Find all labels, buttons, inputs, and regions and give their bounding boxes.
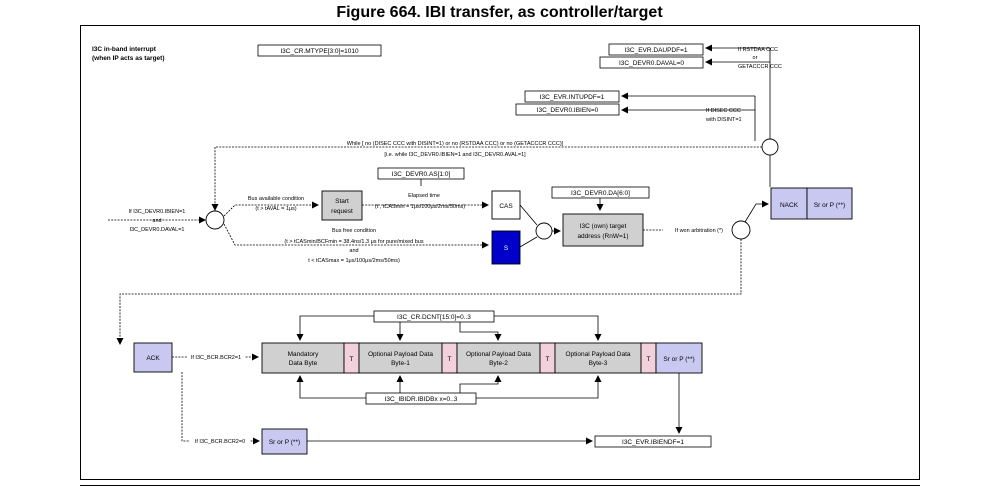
connector-circle-merge <box>535 222 553 240</box>
bcr2-0-label: If I3C_BCR.BCR2=0 <box>195 439 245 445</box>
ibien-register-label: I3C_DEVR0.IBIEN=0 <box>537 107 599 114</box>
disec-condition-line2: with DISINT=1 <box>705 117 742 123</box>
dcnt-register-label: I3C_CR.DCNT[15:0]=0..3 <box>397 314 471 321</box>
entry-condition-line1: If I3C_DEVR0.IBIEN=1 <box>129 209 186 215</box>
intupdf-register-box <box>524 90 620 103</box>
t-bit-label-2: T <box>448 356 452 363</box>
payload-byte-3-block <box>554 342 642 374</box>
intupdf-register-label: I3C_EVR.INTUPDF=1 <box>540 94 605 101</box>
da-register-label: I3C_DEVR0.DA[6:0] <box>571 190 630 197</box>
ibidr-register-label: I3C_IBIDR.IBIDBx x=0..3 <box>385 396 458 403</box>
daval-register-box <box>599 56 704 69</box>
connector-circle-arbitration <box>731 220 751 240</box>
cas-label: CAS <box>499 203 513 210</box>
figure-title: Figure 664. IBI transfer, as controller/… <box>336 4 663 21</box>
sr-or-p-block-bottom <box>261 428 308 455</box>
payload-byte-1-line2: Byte-1 <box>391 360 410 367</box>
mandatory-data-byte-block <box>261 342 345 374</box>
mtype-register-box <box>257 44 382 57</box>
disec-condition-line1: If DISEC CCC <box>706 108 741 114</box>
t-bit-label-4: T <box>647 356 651 363</box>
daupdf-register-box <box>608 43 704 56</box>
ack-label: ACK <box>146 355 160 362</box>
s-block <box>491 230 521 265</box>
payload-byte-3-line2: Byte-3 <box>589 360 608 367</box>
won-arbitration-label: If won arbitration (*) <box>675 228 723 234</box>
da-register-box <box>551 186 650 199</box>
connector-circle-top <box>761 138 779 156</box>
diagram-frame <box>80 25 920 480</box>
while-condition-line2: [i.e. while I3C_DEVR0.IBIEN=1 and I3C_DE… <box>384 152 526 158</box>
rstdaa-condition-line2: or <box>753 55 758 61</box>
bus-free-line2: (t > tCASmin/BCFmin = 38.4ns/1.3 μs for … <box>284 239 423 245</box>
header-label-line1: I3C in-band interrupt <box>92 46 157 53</box>
ibiendf-register-label: I3C_EVR.IBIENDF=1 <box>622 439 684 446</box>
payload-byte-1-line1: Optional Payload Data <box>368 351 433 358</box>
sr-or-p-label-middle: Sr or P (**) <box>663 356 694 363</box>
rstdaa-condition-line1: If RSTDAA CCC <box>738 47 778 53</box>
ibidr-register-box <box>365 392 477 405</box>
bus-available-line1: Bus available condition <box>248 196 304 202</box>
bcr2-1-label: If I3C_BCR.BCR2=1 <box>191 355 241 361</box>
s-label: S <box>504 245 509 252</box>
header-label-line2: (when IP acts as target) <box>92 55 165 62</box>
bus-free-line1: Bus free condition <box>332 228 376 234</box>
elapsed-time-line2: (t , tCASmin = 1μs/100μs/2ms/50ms) <box>375 204 465 210</box>
entry-condition-line3: I3C_DEVR0.DAVAL=1 <box>130 227 185 233</box>
sr-or-p-label-top: Sr or P (**) <box>814 202 845 209</box>
while-condition-line1: While [ no (DISEC CCC with DISINT=1) or … <box>347 141 564 147</box>
payload-byte-2-block <box>456 342 541 374</box>
elapsed-time-line1: Elapsed time <box>408 193 440 199</box>
payload-byte-2-line2: Byte-2 <box>489 360 508 367</box>
entry-condition-line2: and <box>152 218 161 224</box>
target-address-line2: address (RnW=1) <box>577 233 628 240</box>
t-bit-label-1: T <box>350 356 354 363</box>
nack-label: NACK <box>780 202 799 209</box>
daupdf-register-label: I3C_EVR.DAUPDF=1 <box>624 47 687 54</box>
dcnt-register-box <box>373 310 495 323</box>
target-address-line1: I3C (own) target <box>580 223 627 230</box>
ack-block <box>133 342 173 373</box>
rstdaa-condition-line3: GETACCCR CCC <box>738 64 782 70</box>
payload-byte-2-line1: Optional Payload Data <box>466 351 531 358</box>
sr-or-p-block-top <box>806 187 853 220</box>
mandatory-data-byte-line1: Mandatory <box>288 351 319 358</box>
as-register-label: I3C_DEVR0.AS[1:0] <box>392 171 451 178</box>
bus-free-line4: t < tCASmax = 1μs/100μs/2ms/50ms) <box>308 258 400 264</box>
bus-free-line3: and <box>349 248 358 254</box>
bus-available-line2: (t > tAVAL = 1μs) <box>255 206 296 212</box>
connector-circle-entry <box>205 210 225 230</box>
payload-byte-3-line1: Optional Payload Data <box>565 351 630 358</box>
target-address-block <box>562 213 644 247</box>
payload-byte-1-block <box>358 342 443 374</box>
cas-block <box>491 190 521 220</box>
mandatory-data-byte-line2: Data Byte <box>289 360 318 367</box>
t-bit-label-3: T <box>546 356 550 363</box>
ibien-register-box <box>515 103 620 116</box>
start-request-block <box>321 190 363 221</box>
daval-register-label: I3C_DEVR0.DAVAL=0 <box>619 60 684 67</box>
start-request-line1: Start <box>335 198 349 205</box>
ibiendf-register-box <box>594 435 712 448</box>
start-request-line2: request <box>331 208 353 215</box>
sr-or-p-label-bottom: Sr or P (**) <box>269 439 300 446</box>
bottom-rule <box>80 485 920 486</box>
mtype-register-label: I3C_CR.MTYPE[3:0]=1010 <box>280 48 359 55</box>
